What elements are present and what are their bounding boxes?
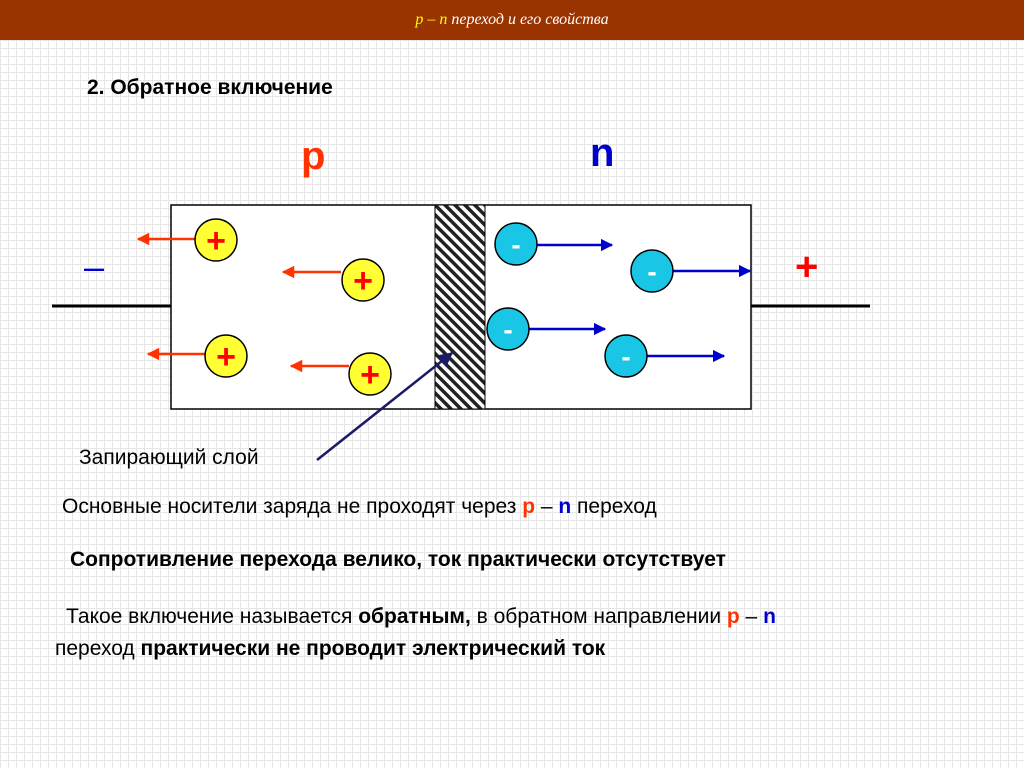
text-segment: Основные носители заряда не проходят чер… xyxy=(62,495,523,518)
dash: – xyxy=(535,495,559,518)
hole-symbol: + xyxy=(206,222,226,260)
slide-header: p – n переход и его свойства xyxy=(0,0,1024,40)
section-title: 2. Обратное включение xyxy=(87,76,333,99)
electron-symbol: - xyxy=(647,256,656,287)
n-region-label: n xyxy=(590,131,615,175)
electron-circle xyxy=(604,334,648,378)
hole-circle xyxy=(348,352,392,396)
blocking-layer-label: Запирающий слой xyxy=(79,446,259,469)
p-letter: p xyxy=(726,605,740,628)
hole-carrier: + xyxy=(136,218,238,262)
text-segment: переход xyxy=(571,495,657,518)
hole-symbol: + xyxy=(216,338,236,376)
text-segment: Такое включение называется xyxy=(66,605,359,628)
electron-symbol: - xyxy=(621,341,630,372)
hole-circle xyxy=(341,258,385,302)
header-title: переход и его свойства xyxy=(447,11,609,28)
electron-carrier: - xyxy=(604,334,726,378)
electron-circle xyxy=(486,307,530,351)
p-letter: p xyxy=(522,495,536,518)
depletion-layer xyxy=(434,204,486,410)
carriers-statement: Основные носители заряда не проходят чер… xyxy=(62,495,657,519)
definition-line-2: переход практически не проводит электрич… xyxy=(55,637,605,661)
definition-line-1: Такое включение называется обратным, в о… xyxy=(66,605,776,629)
bold-conclusion: практически не проводит электрический то… xyxy=(140,637,606,660)
bold-term: обратным, xyxy=(358,605,471,628)
n-letter: n xyxy=(558,495,572,518)
hole-circle xyxy=(204,334,248,378)
hole-carrier: + xyxy=(289,352,392,396)
n-letter: n xyxy=(763,605,776,628)
electron-symbol: - xyxy=(511,229,520,260)
hole-circle xyxy=(194,218,238,262)
electron-carrier: - xyxy=(630,249,752,293)
electron-carrier: - xyxy=(494,222,614,266)
text-segment: переход xyxy=(55,637,141,660)
resistance-statement: Сопротивление перехода велико, ток практ… xyxy=(70,548,726,571)
text-segment: в обратном направлении xyxy=(470,605,727,628)
header-pn: p – n xyxy=(415,11,448,28)
electron-circle xyxy=(630,249,674,293)
hole-carrier: + xyxy=(281,258,385,302)
hole-symbol: + xyxy=(353,262,373,300)
hole-symbol: + xyxy=(360,356,380,394)
hole-carrier: + xyxy=(146,334,248,378)
blocking-layer-pointer xyxy=(316,352,454,461)
p-region-label: p xyxy=(301,134,326,178)
negative-terminal-label: – xyxy=(84,246,105,287)
positive-terminal-label: + xyxy=(795,245,819,289)
electron-symbol: - xyxy=(503,314,512,345)
electron-circle xyxy=(494,222,538,266)
electron-carrier: - xyxy=(486,307,607,351)
dash: – xyxy=(739,605,764,628)
